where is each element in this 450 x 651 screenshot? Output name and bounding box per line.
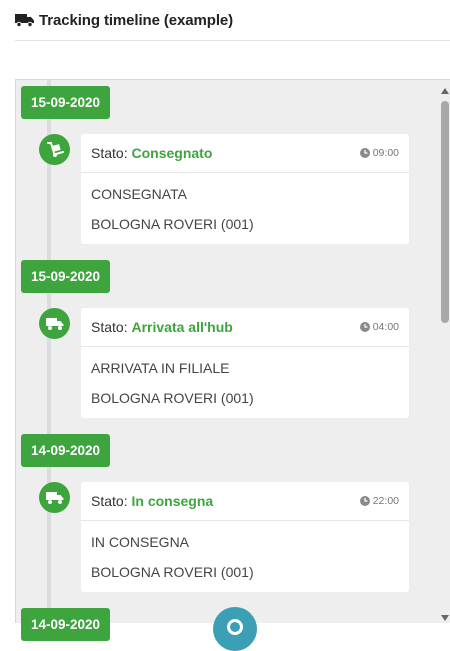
time-value: 04:00 (372, 321, 399, 333)
status-line: Stato: In consegna (91, 493, 213, 509)
truck-icon (39, 482, 70, 513)
status-value: Consegnato (131, 145, 213, 161)
status-line: Stato: Consegnato (91, 145, 212, 161)
floating-action-button[interactable] (213, 607, 257, 651)
date-badge: 14-09-2020 (21, 608, 110, 641)
event-location: BOLOGNA ROVERI (001) (91, 564, 254, 580)
clock-icon (359, 496, 370, 506)
event-location: BOLOGNA ROVERI (001) (91, 390, 254, 406)
scrollbar[interactable] (438, 81, 450, 623)
status-line: Stato: Arrivata all'hub (91, 319, 233, 335)
event-location: BOLOGNA ROVERI (001) (91, 216, 254, 232)
page-header: Tracking timeline (example) (0, 0, 450, 40)
event-time: 04:00 (359, 321, 399, 333)
fab-icon (227, 619, 243, 635)
time-value: 09:00 (372, 147, 399, 159)
timeline-panel: 15-09-2020 Stato: Consegnato (15, 79, 450, 641)
truck-icon (15, 14, 34, 28)
truck-icon (39, 308, 70, 339)
clock-icon (359, 322, 370, 332)
scroll-thumb[interactable] (441, 101, 449, 323)
status-value: In consegna (131, 493, 214, 509)
event-description: CONSEGNATA (91, 186, 187, 202)
clock-icon (359, 148, 370, 158)
scroll-down-arrow-icon[interactable] (441, 615, 449, 621)
scroll-up-arrow-icon[interactable] (441, 88, 449, 94)
event-card[interactable]: Stato: Arrivata all'hub 04:00 ARRIVATA I… (81, 308, 409, 418)
timeline-line (47, 80, 51, 623)
status-label: Stato: (91, 493, 128, 509)
event-description: ARRIVATA IN FILIALE (91, 360, 230, 376)
date-badge: 15-09-2020 (21, 86, 110, 119)
event-time: 22:00 (359, 495, 399, 507)
page-title: Tracking timeline (example) (39, 11, 234, 29)
header-divider (15, 40, 450, 41)
event-card[interactable]: Stato: In consegna 22:00 IN CONSEGNA BOL… (81, 482, 409, 592)
date-badge: 15-09-2020 (21, 260, 110, 293)
status-label: Stato: (91, 319, 128, 335)
status-value: Arrivata all'hub (131, 319, 233, 335)
date-badge: 14-09-2020 (21, 434, 110, 467)
event-description: IN CONSEGNA (91, 534, 190, 550)
hand-truck-icon (39, 134, 70, 165)
time-value: 22:00 (372, 495, 399, 507)
event-time: 09:00 (359, 147, 399, 159)
status-label: Stato: (91, 145, 128, 161)
event-card[interactable]: Stato: Consegnato 09:00 CONSEGNATA BOLOG… (81, 134, 409, 244)
